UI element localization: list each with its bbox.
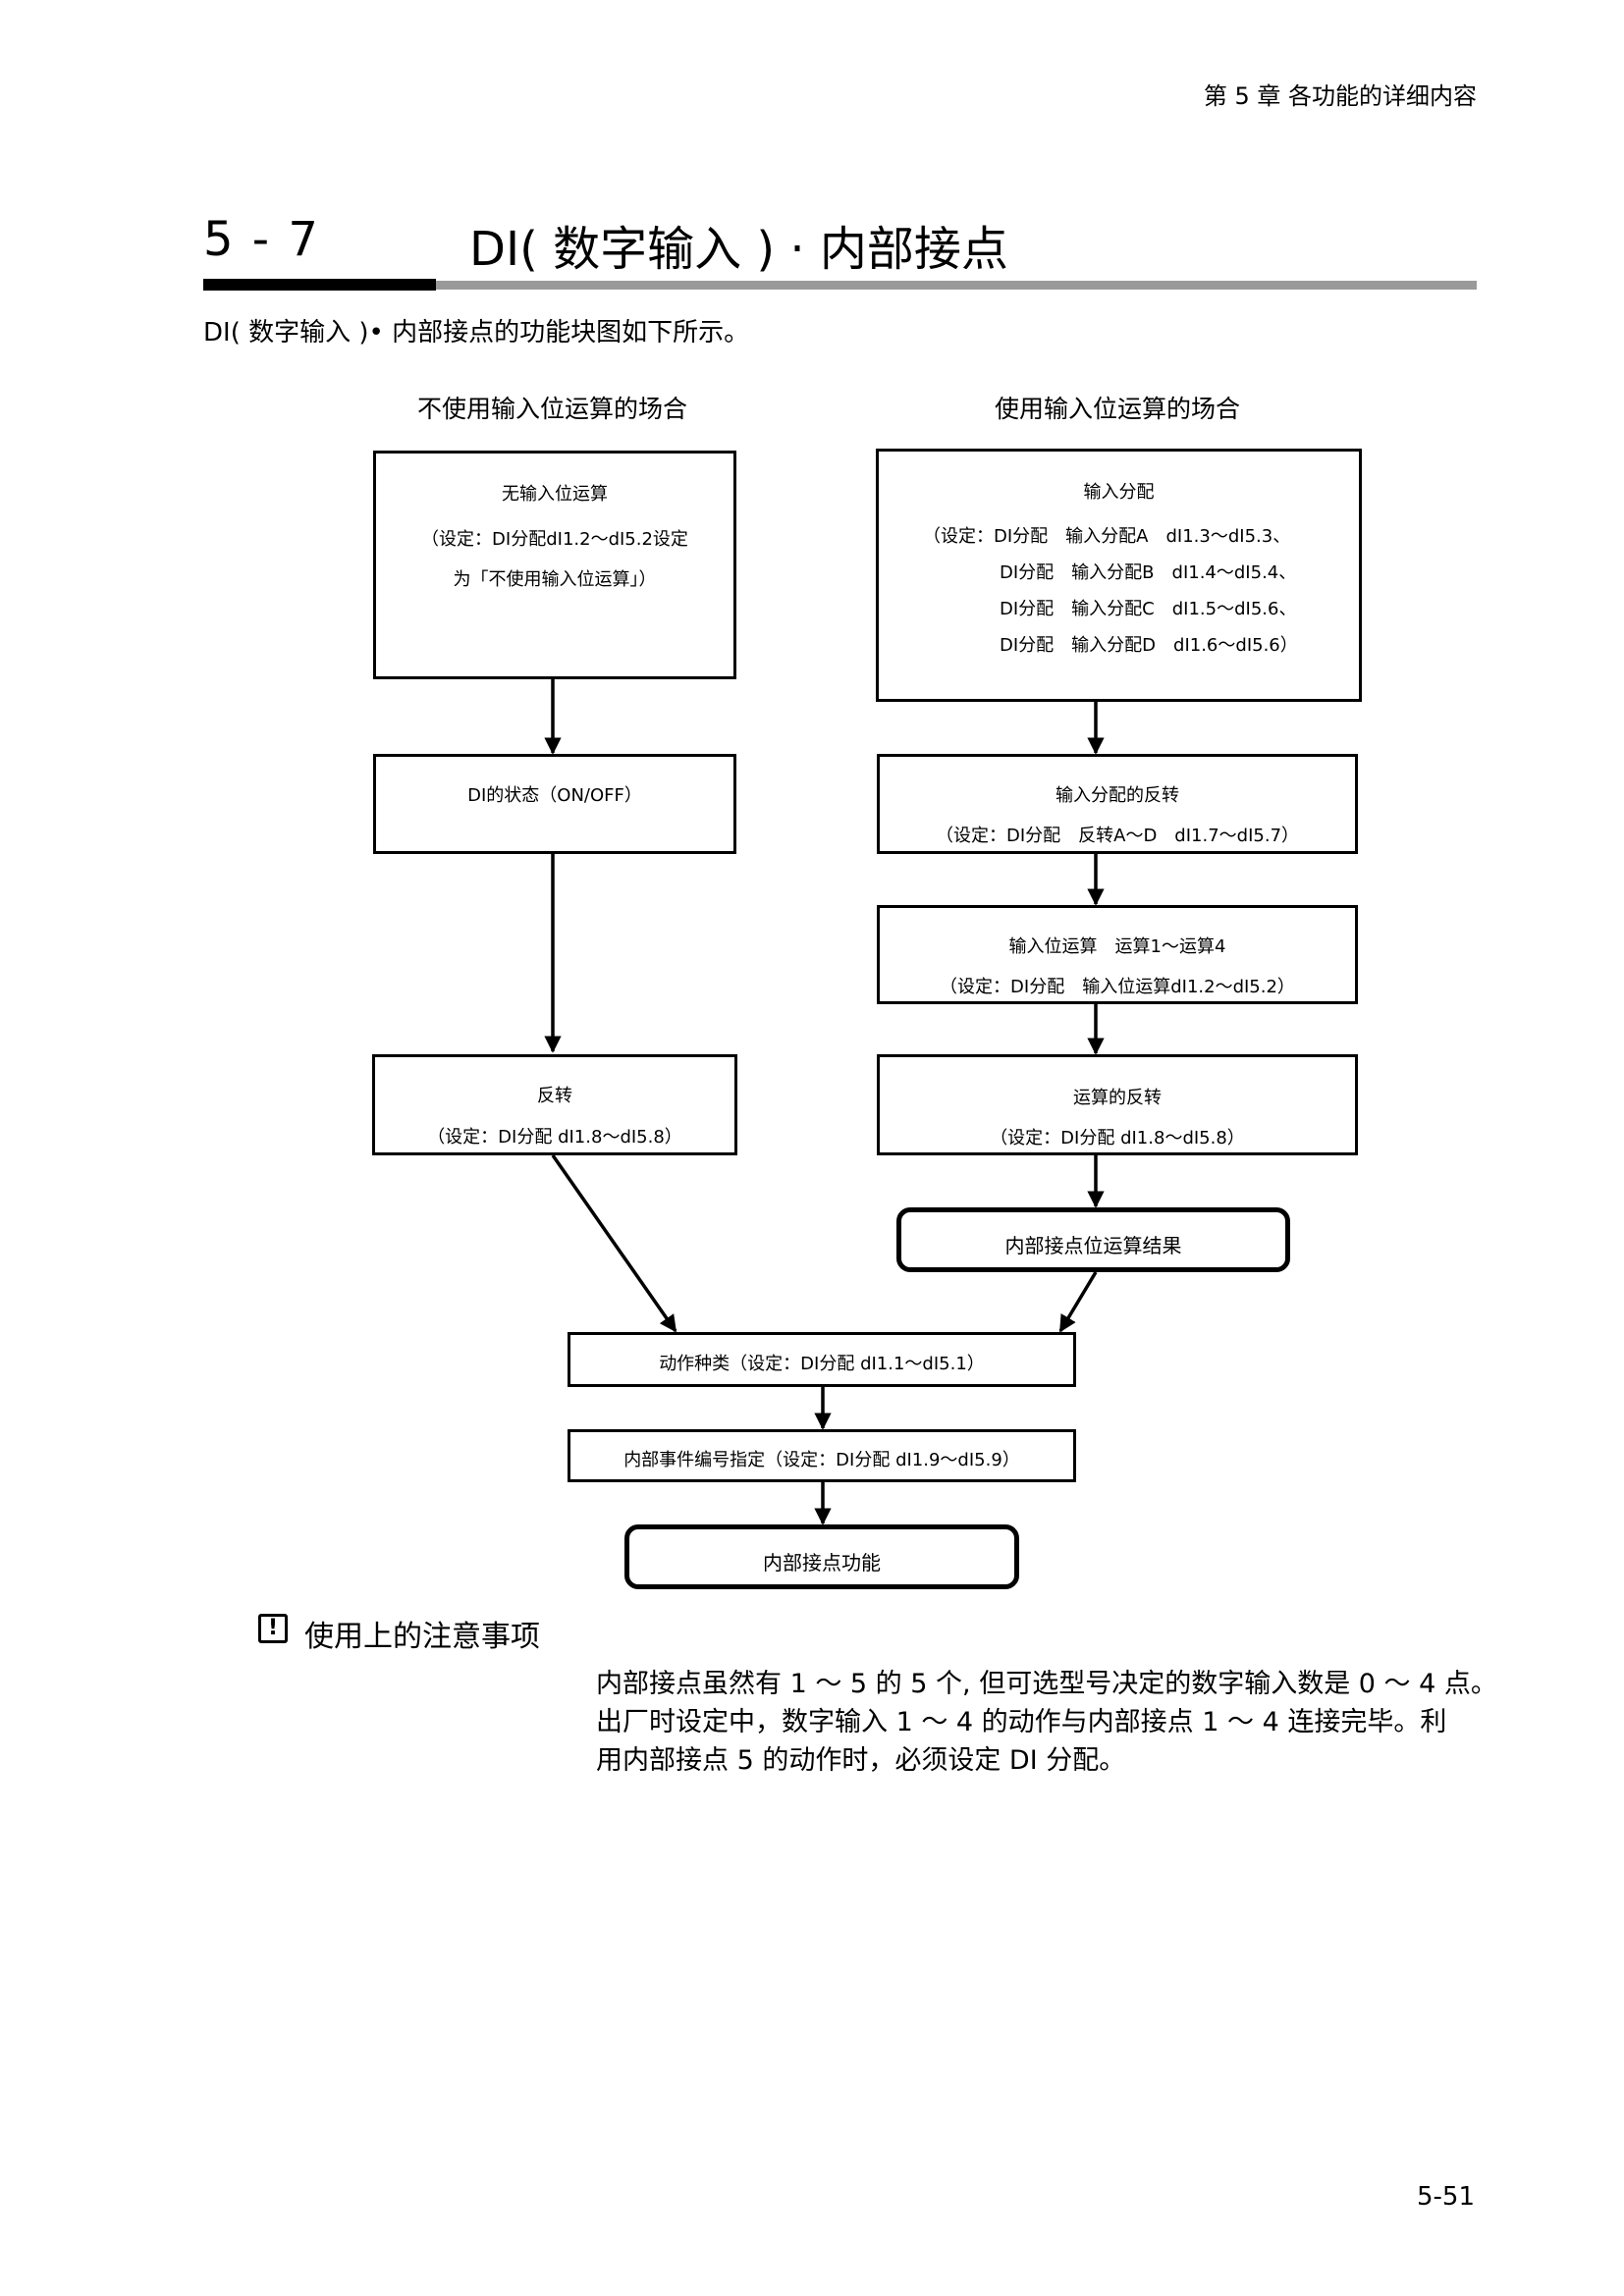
box-input-assignment: 输入分配 （设定：DI分配 输入分配A dI1.3～dI5.3、 DI分配 输入… [876,449,1362,702]
exclamation-icon: ! [258,1614,288,1643]
box-setting-line: （设定：DI分配 反转A～D dI1.7～dI5.7） [935,826,1300,846]
box-setting-line: DI分配 输入分配B dI1.4～dI5.4、 [1000,562,1297,583]
box-setting-line: （设定：DI分配 输入位运算dI1.2～dI5.2） [940,977,1295,997]
box-internal-event-number: 内部事件编号指定（设定：DI分配 dI1.9～dI5.9） [568,1429,1076,1482]
title-rule-accent [203,279,436,291]
box-title: 输入分配的反转 [1056,785,1179,806]
box-internal-contact-function: 内部接点功能 [624,1524,1019,1589]
box-setting-line: （设定：DI分配 输入分配A dI1.3～dI5.3、 [923,526,1291,547]
box-setting-line: （设定：DI分配dI1.2～dI5.2设定 [421,529,688,550]
section-title: DI( 数字输入 ) · 内部接点 [469,222,1008,277]
intro-text: DI( 数字输入 )• 内部接点的功能块图如下所示。 [203,318,750,347]
box-title: 反转 [537,1086,572,1106]
box-input-assignment-inversion: 输入分配的反转 （设定：DI分配 反转A～D dI1.7～dI5.7） [877,754,1358,854]
box-title: 动作种类（设定：DI分配 dI1.1～dI5.1） [659,1354,985,1374]
arrow-right-diagonal [1058,1271,1098,1333]
box-no-input-bit-operation: 无输入位运算 （设定：DI分配dI1.2～dI5.2设定 为「不使用输入位运算」… [373,451,736,679]
note-title: 使用上的注意事项 [304,1620,540,1654]
section-number: 5 - 7 [203,212,320,267]
chapter-header: 第 5 章 各功能的详细内容 [1203,82,1477,110]
box-title: 输入位运算 运算1～运算4 [1008,936,1226,957]
box-operation-inversion: 运算的反转 （设定：DI分配 dI1.8～dI5.8） [877,1054,1358,1155]
box-setting-line: DI分配 输入分配D dI1.6～dI5.6） [1000,635,1298,656]
note-text-line: 内部接点虽然有 1 ～ 5 的 5 个, 但可选型号决定的数字输入数是 0 ～ … [596,1669,1497,1699]
right-column-heading: 使用输入位运算的场合 [995,395,1241,423]
box-input-bit-operation: 输入位运算 运算1～运算4 （设定：DI分配 输入位运算dI1.2～dI5.2） [877,905,1358,1004]
box-title: 内部接点功能 [763,1551,881,1575]
note-text-line: 出厂时设定中，数字输入 1 ～ 4 的动作与内部接点 1 ～ 4 连接完毕。利 [596,1707,1447,1737]
left-column-heading: 不使用输入位运算的场合 [417,395,688,423]
box-setting-line: DI分配 输入分配C dI1.5～dI5.6、 [1000,599,1297,619]
arrow-left-diagonal [551,1153,677,1333]
box-inversion: 反转 （设定：DI分配 dI1.8～dI5.8） [372,1054,737,1155]
box-title: 运算的反转 [1073,1088,1162,1108]
box-title: 输入分配 [1083,482,1155,503]
box-internal-contact-bit-result: 内部接点位运算结果 [896,1207,1290,1272]
box-setting-line: （设定：DI分配 dI1.8～dI5.8） [990,1128,1245,1148]
box-operation-type: 动作种类（设定：DI分配 dI1.1～dI5.1） [568,1332,1076,1387]
box-title: 内部事件编号指定（设定：DI分配 dI1.9～dI5.9） [623,1450,1020,1470]
note-text-line: 用内部接点 5 的动作时，必须设定 DI 分配。 [596,1745,1126,1776]
title-rule [203,281,1477,290]
box-setting-line: （设定：DI分配 dI1.8～dI5.8） [427,1127,682,1148]
box-title: 内部接点位运算结果 [1004,1234,1182,1257]
page-number: 5-51 [1417,2182,1476,2212]
box-title: DI的状态（ON/OFF） [467,785,642,806]
box-di-state: DI的状态（ON/OFF） [373,754,736,854]
box-title: 无输入位运算 [502,484,608,505]
box-setting-line: 为「不使用输入位运算」） [453,569,657,590]
